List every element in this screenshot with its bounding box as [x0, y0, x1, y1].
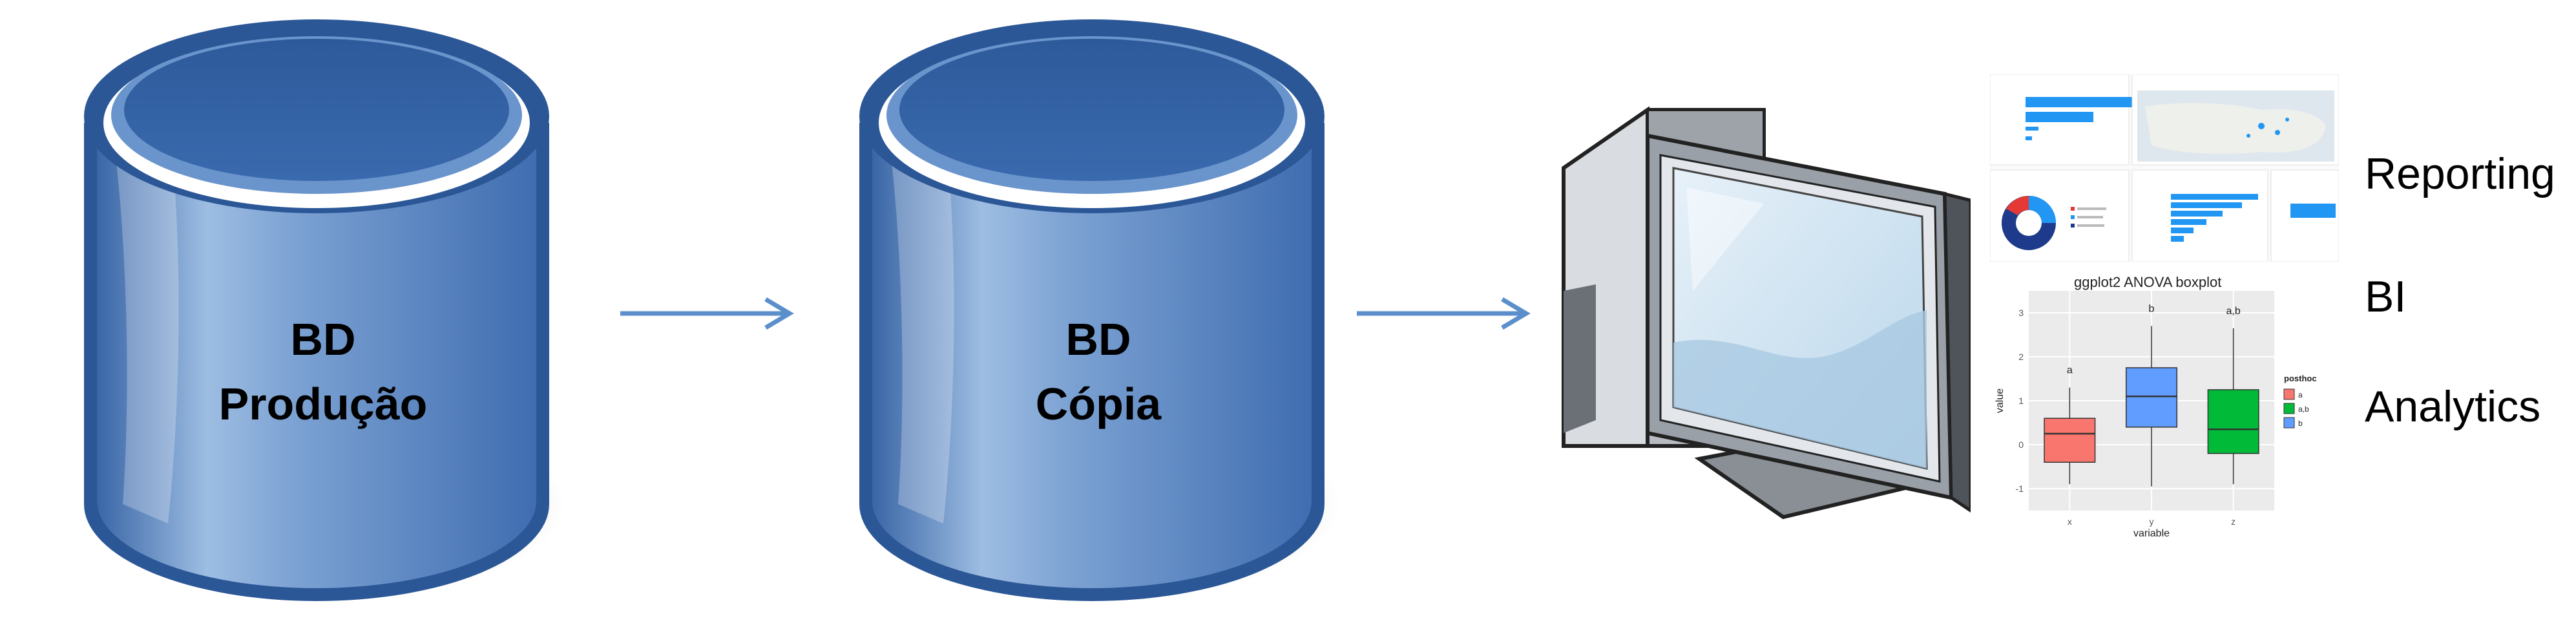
y-tick-label: 3	[2018, 308, 2024, 318]
database-label-1: BD	[1065, 314, 1131, 365]
legend-swatch	[2283, 403, 2295, 414]
output-label-bi: BI	[2365, 272, 2407, 321]
database-icon	[84, 19, 565, 601]
posthoc-letter: b	[2149, 303, 2155, 314]
dashboard-preview	[1989, 74, 2340, 262]
output-label-reporting: Reporting	[2365, 149, 2555, 198]
dashboard-thumbnail	[1989, 74, 2340, 262]
boxplot-svg: 3 2 1 0 -1 a x b y a,b z variable value posthoc a a,b b	[1995, 291, 2317, 539]
arrow-right-icon	[620, 297, 794, 330]
legend-title: posthoc	[2284, 374, 2317, 383]
legend-swatch	[2283, 417, 2295, 429]
database-label-2: Produção	[218, 379, 428, 429]
box-z	[2207, 389, 2259, 454]
x-tick-label: y	[2150, 516, 2154, 527]
boxplot-chart: ggplot2 ANOVA boxplot 3 2 1 0 -1 a x b y a,b z vari…	[1990, 271, 2339, 543]
database-production: BD Produção	[78, 13, 569, 620]
legend-swatch	[2283, 388, 2295, 400]
x-tick-label: x	[2068, 516, 2072, 527]
computer-icon	[1562, 106, 1971, 520]
y-tick-label: -1	[2016, 483, 2024, 494]
y-axis-label: value	[1995, 388, 2005, 413]
database-label-1: BD	[290, 314, 356, 365]
x-tick-label: z	[2231, 516, 2236, 527]
y-tick-label: 2	[2018, 352, 2024, 362]
arrow-right-icon	[1357, 297, 1531, 330]
posthoc-letter: a,b	[2226, 306, 2241, 317]
x-axis-label: variable	[2133, 528, 2170, 539]
box-y	[2125, 367, 2178, 428]
posthoc-letter: a	[2067, 365, 2073, 376]
y-tick-label: 1	[2018, 396, 2024, 406]
chart-title: ggplot2 ANOVA boxplot	[2074, 274, 2222, 290]
y-tick-label: 0	[2018, 440, 2024, 450]
box-x	[2044, 418, 2096, 463]
output-label-analytics: Analytics	[2365, 382, 2541, 431]
database-copy: BD Cópia	[853, 13, 1344, 620]
database-label-2: Cópia	[1035, 379, 1162, 429]
legend-label: a	[2298, 390, 2303, 399]
database-icon	[859, 19, 1341, 601]
legend-label: a,b	[2298, 405, 2309, 414]
legend-label: b	[2298, 419, 2303, 428]
